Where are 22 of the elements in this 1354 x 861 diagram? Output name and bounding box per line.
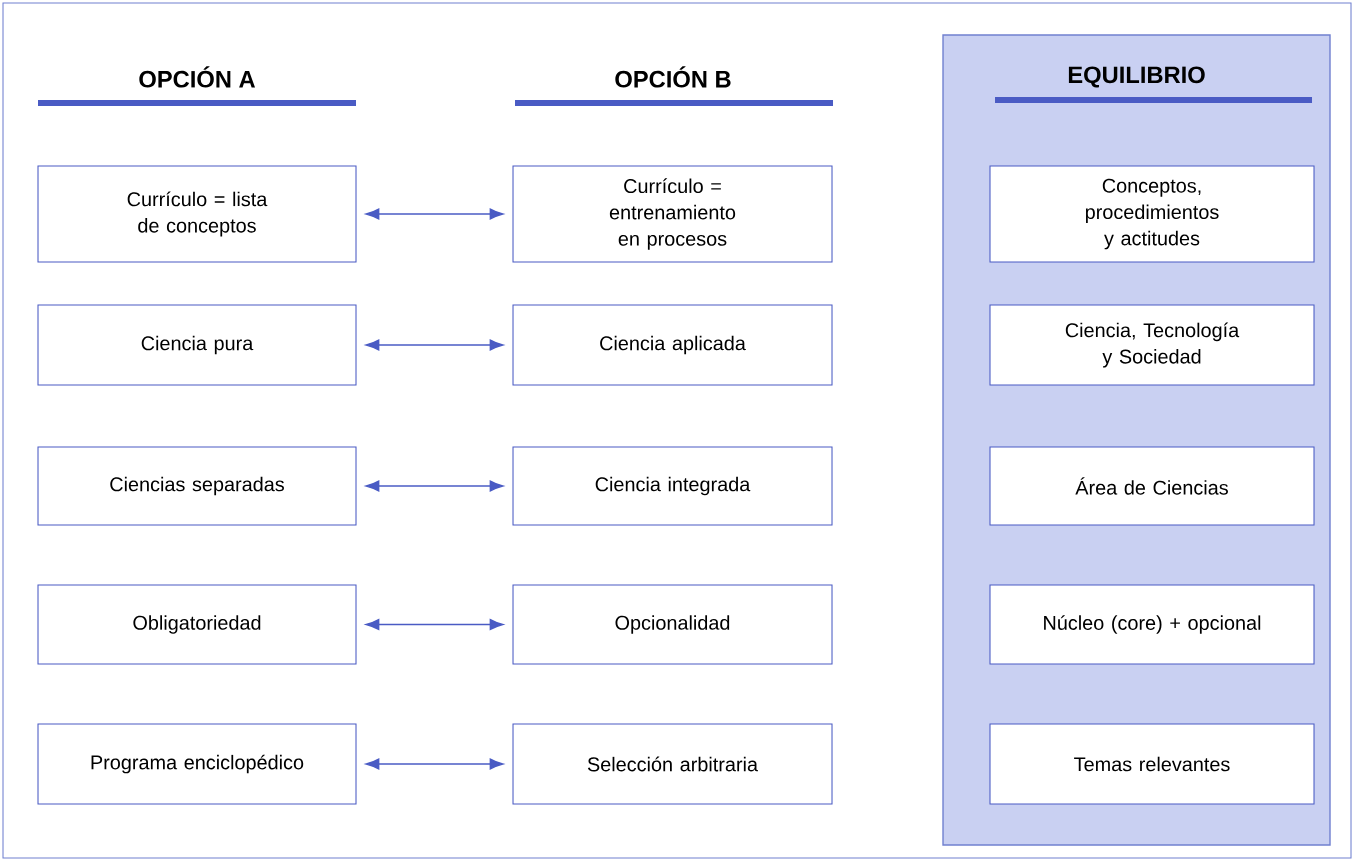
double-arrow xyxy=(365,480,504,492)
column-heading: OPCIÓN B xyxy=(615,66,731,88)
double-arrow xyxy=(365,618,504,631)
text-box: Ciencia, Tecnología y Sociedad xyxy=(989,304,1315,386)
text-box: Programa enciclopédico xyxy=(37,723,357,805)
text-box: Currículo = lista de conceptos xyxy=(37,165,357,263)
text-box: Ciencias separadas xyxy=(37,446,357,526)
text-box: Currículo = entrenamiento en procesos xyxy=(512,165,833,263)
text-box: Selección arbitraria xyxy=(512,723,833,805)
text-box: Temas relevantes xyxy=(989,723,1315,805)
text-box: Ciencia aplicada xyxy=(512,304,833,386)
double-arrow xyxy=(365,339,504,351)
text-box: Opcionalidad xyxy=(512,584,833,665)
double-arrow xyxy=(365,208,504,220)
double-arrow xyxy=(365,758,504,770)
text-box: Área de Ciencias xyxy=(989,446,1315,526)
text-box: Ciencia pura xyxy=(37,304,357,386)
text-box: Ciencia integrada xyxy=(512,446,833,526)
text-box: Obligatoriedad xyxy=(37,584,357,665)
text-box: Núcleo (core) + opcional xyxy=(989,584,1315,665)
text-box: Conceptos, procedimientos y actitudes xyxy=(989,165,1315,263)
column-heading: OPCIÓN A xyxy=(139,66,255,88)
